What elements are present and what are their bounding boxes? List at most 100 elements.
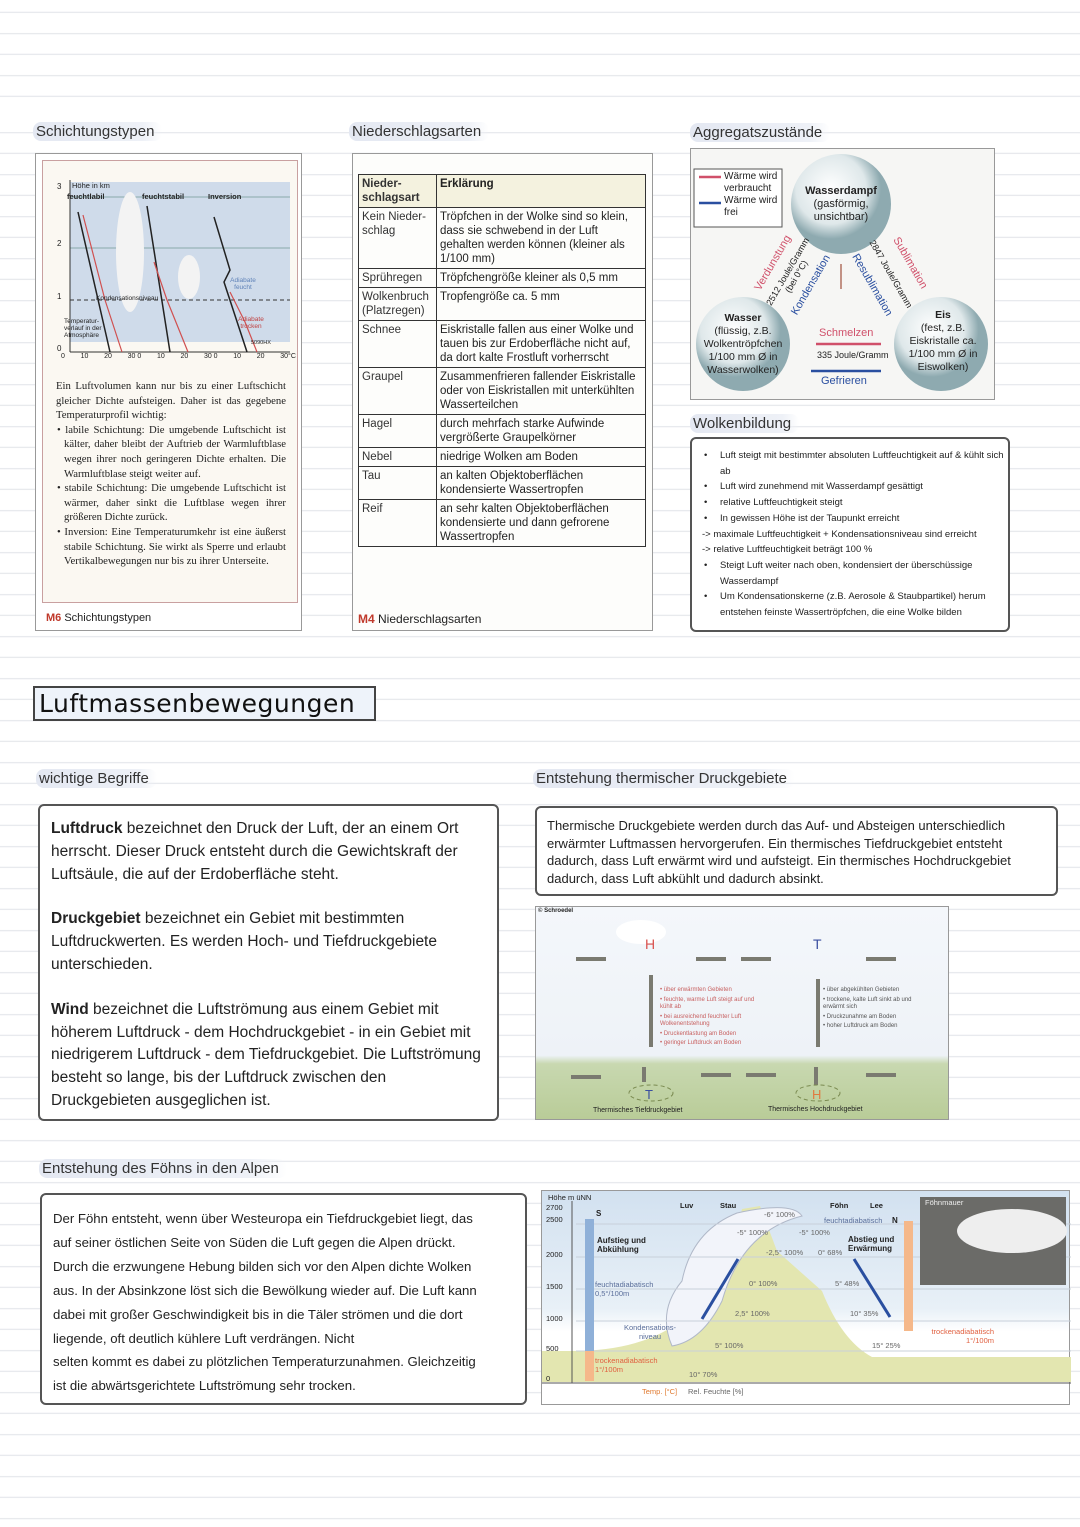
schichtung-text: Ein Luftvolumen kann nur bis zu einer Lu… [56, 380, 287, 568]
note-text: über erwärmten Gebieten [663, 987, 732, 993]
node-eis: Eis(fest, z.B. Eiskristalle ca. 1/100 mm… [897, 309, 989, 374]
x-tick: 30°C [280, 353, 296, 360]
art-cell: Schnee [358, 320, 437, 368]
panel-label: feuchtlabil [67, 192, 105, 201]
note-item: • über abgekühlten Gebieten [823, 987, 900, 993]
term: Druckgebiet [51, 910, 141, 928]
intro: Ein Luftvolumen kann nur bis zu einer Lu… [56, 380, 286, 422]
heading-aggregatszustaende: Aggregatszustände [690, 123, 831, 142]
schichtung-chart [69, 180, 290, 353]
foehn-text: Der Föhn entsteht, wenn über Westeuropa … [53, 1207, 525, 1398]
label-trockenadiabatisch-left: trockenadiabatisch 1°/100m [595, 1356, 658, 1374]
text-line: ist die abwärtsgerichtete Luftströmung s… [53, 1378, 356, 1394]
label-hochdruckgebiet: Thermisches Hochdruckgebiet [768, 1106, 863, 1113]
text-line: aus. In der Absinkzone löst sich die Bew… [53, 1282, 477, 1298]
label-tiefdruckgebiet: Thermisches Tiefdruckgebiet [593, 1107, 683, 1114]
node-sub: (flüssig, z.B. Wolkentröpfchen 1/100 mm … [703, 325, 783, 376]
data-point-label: -5° 100% [799, 1228, 830, 1237]
figure-thermische-druckgebiete: © Schroedel H T T H • über erwärmten Geb… [535, 906, 949, 1120]
erklaerung-cell: an kalten Objektoberflächen kondensierte… [436, 466, 646, 500]
heading-thermische-druckgebiete: Entstehung thermischer Druckgebiete [533, 769, 795, 788]
heading-schichtungstypen: Schichtungstypen [33, 122, 163, 141]
note-text: hoher Luftdruck am Boden [826, 1023, 898, 1029]
label-trockenadiabatisch-right: trockenadiabatisch 1°/100m [931, 1327, 994, 1345]
caption: M4 Niederschlagsarten [358, 604, 650, 626]
heading-niederschlagsarten: Niederschlagsarten [349, 122, 490, 141]
text-line: dabei mit großer Geschwindigkeit bis in … [53, 1306, 463, 1322]
caption-text: Schichtungstypen [64, 612, 152, 624]
y-tick: 500 [546, 1344, 559, 1353]
figure-schichtungstypen: Höhe in km feuchtlabil feuchtstabil Inve… [35, 153, 302, 631]
note-item: • Druckzunahme am Boden [823, 1013, 897, 1020]
data-point-label: -6° 100% [764, 1210, 795, 1219]
label-foehn: Föhn [830, 1201, 849, 1210]
x-tick: 10 [156, 353, 165, 360]
wolkenbildung-box: Luft steigt mit bestimmter absoluten Luf… [690, 437, 1010, 632]
note-text: bei ausreichend feuchter Luft Wolkenents… [660, 1013, 742, 1028]
y-tick: 2000 [546, 1250, 563, 1259]
term: Wind [51, 1000, 89, 1018]
data-point-label: 0° 100% [749, 1279, 778, 1288]
caption: M6 Schichtungstypen [46, 604, 291, 624]
art-cell: Graupel [358, 367, 437, 415]
header-cell: Nieder-schlagsart [358, 174, 437, 208]
art-cell: Tau [358, 466, 437, 500]
note-item: • geringer Luftdruck am Boden [660, 1040, 742, 1046]
adiabate-feucht-label: Adiabate feucht [230, 277, 256, 291]
label-gefrieren: Gefrieren [821, 375, 867, 387]
schichtung-text-area: Ein Luftvolumen kann nur bis zu einer Lu… [46, 379, 291, 624]
erklaerung-cell: Tropfengröße ca. 5 mm [436, 287, 646, 321]
main-title: Luftmassenbewegungen [33, 686, 376, 721]
x-tick: 30 0 [127, 353, 142, 360]
aggregat-diagram [693, 154, 988, 391]
erklaerung-cell: durch mehrfach starke Aufwinde vergrößer… [436, 414, 646, 448]
label-s: S [596, 1209, 602, 1218]
label-n: N [892, 1216, 898, 1225]
data-point-label: 10° 70% [689, 1370, 718, 1379]
label-schmelzen: Schmelzen [819, 327, 874, 339]
y-tick: 3 [57, 182, 62, 191]
x-tick: 20 [180, 353, 189, 360]
y-axis-label: Höhe in km [72, 181, 110, 190]
note-item: • feuchte, warme Luft steigt auf und küh… [660, 996, 755, 1011]
erklaerung-cell: niedrige Wolken am Boden [436, 447, 646, 467]
y-tick: 1 [57, 292, 62, 301]
note-text: Druckentlastung am Boden [663, 1030, 737, 1037]
notes-right: • über abgekühlten Gebieten• trockene, k… [823, 987, 923, 1033]
thermisch-text: Thermische Druckgebiete werden durch das… [547, 818, 1011, 886]
y-tick: 2700 [546, 1203, 563, 1212]
note-item: • Druckentlastung am Boden [660, 1030, 737, 1037]
x-label-temp: Temp. [°C] [642, 1387, 678, 1396]
note-item: • hoher Luftdruck am Boden [823, 1023, 898, 1029]
begriff-paragraph: Wind bezeichnet die Luftströmung aus ein… [51, 999, 487, 1113]
art-cell: Reif [358, 499, 437, 547]
label-stau: Stau [720, 1201, 737, 1210]
note-text: trockene, kalte Luft sinkt ab und erwärm… [823, 996, 912, 1011]
erklaerung-cell: Tröpfchen in der Wolke sind so klein, da… [436, 207, 646, 269]
list-item: -> maximale Luftfeuchtigkeit + Kondensat… [702, 528, 977, 540]
definition: bezeichnet die Luftströmung aus einem Ge… [51, 1000, 481, 1109]
list-item: relative Luftfeuchtigkeit steigt [694, 495, 1004, 511]
label-luv: Luv [680, 1201, 694, 1210]
begriff-paragraph: Luftdruck bezeichnet den Druck der Luft,… [51, 818, 487, 886]
erklaerung-cell: Eiskristalle fallen aus einer Wolke und … [436, 320, 646, 368]
begriffe-text: Luftdruck bezeichnet den Druck der Luft,… [51, 818, 487, 1113]
data-point-label: 0° 68% [818, 1248, 843, 1257]
art-cell: Kein Nieder-schlag [358, 207, 437, 269]
text-line: selten kommt es dabei zu plötzlichen Tem… [53, 1354, 476, 1370]
node-wasserdampf: Wasserdampf(gasförmig, unsichtbar) [796, 185, 886, 224]
y-tick: 2 [57, 239, 62, 248]
panel-label: feuchtstabil [142, 192, 185, 201]
node-sub: (fest, z.B. Eiskristalle ca. 1/100 mm Ø … [908, 322, 978, 373]
